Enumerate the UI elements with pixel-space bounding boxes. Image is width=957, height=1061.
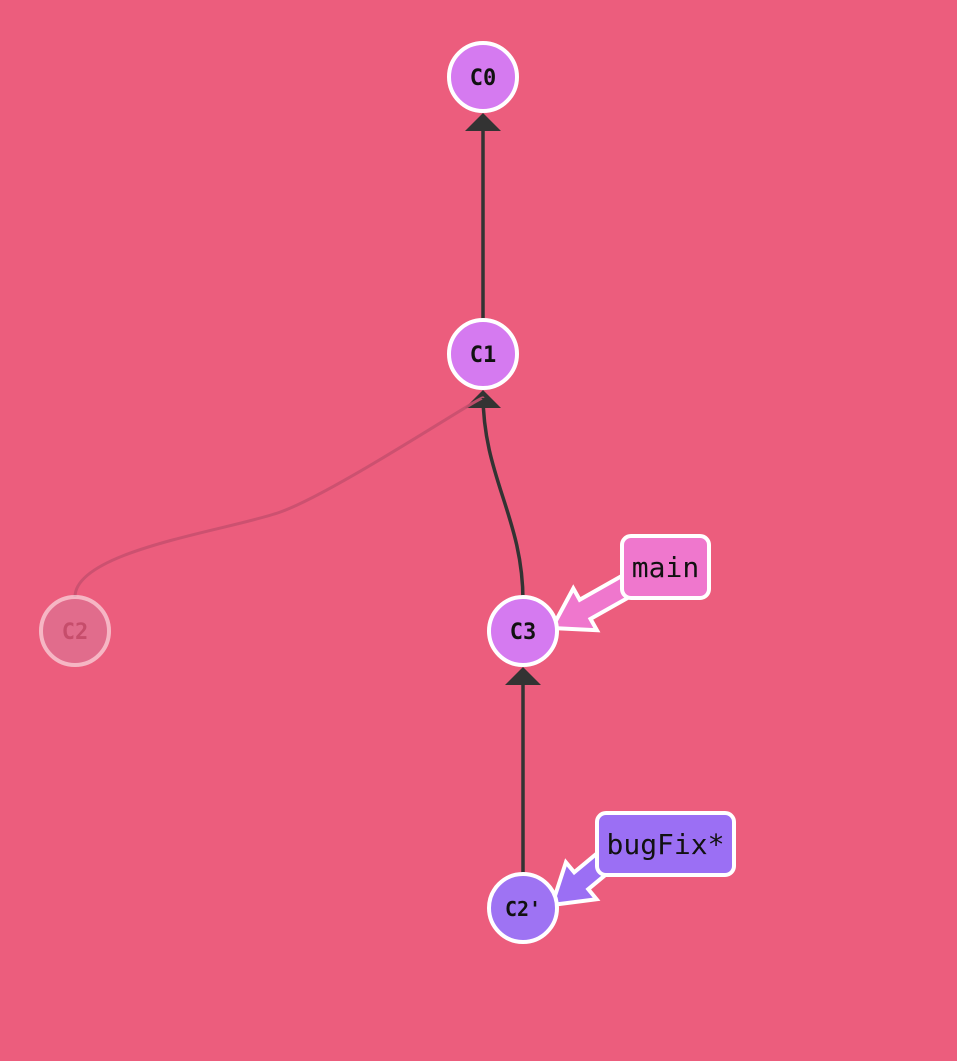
commit-label: C2 <box>62 620 89 645</box>
edge-arrowhead <box>465 113 501 131</box>
commit-node <box>447 41 519 113</box>
commit-c3[interactable]: C3 <box>487 595 559 667</box>
commit-c1[interactable]: C1 <box>447 318 519 390</box>
edge-c1-c0 <box>465 113 501 324</box>
edge-c2p-c3 <box>505 667 541 878</box>
commit-c2[interactable]: C2 <box>39 595 111 667</box>
commit-node <box>487 595 559 667</box>
edge-c2-c1 <box>73 396 485 598</box>
commit-label: C0 <box>470 66 497 91</box>
edge-arrowhead <box>505 667 541 685</box>
commit-label: C2' <box>505 897 541 921</box>
commit-node <box>447 318 519 390</box>
branch-main[interactable]: main <box>548 534 711 633</box>
commit-label: C1 <box>470 343 497 368</box>
edge-line <box>481 393 525 602</box>
edge-line <box>73 396 485 598</box>
commit-c0[interactable]: C0 <box>447 41 519 113</box>
commit-c2p[interactable]: C2' <box>487 872 559 944</box>
edge-c3-c1 <box>465 390 525 602</box>
commit-node <box>39 595 111 667</box>
edges-layer <box>73 113 541 878</box>
branch-label-box <box>595 811 736 877</box>
branch-label-box <box>620 534 711 600</box>
branches-layer: main bugFix* <box>548 534 736 908</box>
commit-label: C3 <box>510 620 537 645</box>
branch-label-text: bugFix* <box>606 828 724 861</box>
branch-label-text: main <box>632 551 699 584</box>
commit-node <box>487 872 559 944</box>
branch-bugfix[interactable]: bugFix* <box>549 811 736 908</box>
